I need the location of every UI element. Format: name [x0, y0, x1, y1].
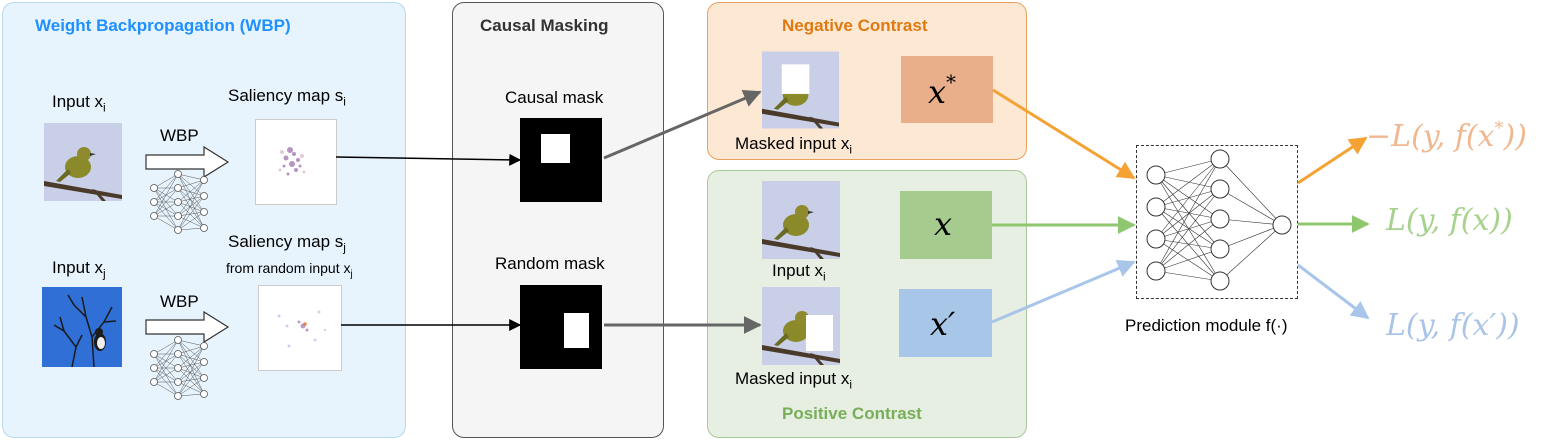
positive-masked-input-label: Masked input xi	[735, 369, 852, 392]
saliency-j-note: from random input xj	[226, 260, 353, 280]
positive-contrast-title: Positive Contrast	[782, 404, 922, 423]
saliency-i-label: Saliency map si	[228, 86, 346, 109]
positive-masked-bird-image	[762, 287, 840, 365]
negative-masked-input-label: Masked input xi	[735, 134, 852, 157]
positive-input-bird-image	[762, 181, 840, 259]
prime-feature-box	[899, 289, 992, 357]
wbp-arrow-top	[145, 145, 230, 179]
positive-input-label: Input xi	[772, 261, 826, 284]
causal-mask-image	[520, 118, 602, 202]
random-mask-image	[520, 285, 602, 369]
prediction-module-box	[1136, 145, 1298, 299]
causal-mask-hole	[541, 134, 570, 163]
causal-masking-title: Causal Masking	[480, 16, 609, 35]
wbp-arrow-bottom	[145, 310, 230, 344]
saliency-j-label: Saliency map sj	[228, 232, 346, 255]
network-icon-bottom	[150, 336, 208, 400]
positive-feature-box	[900, 191, 992, 259]
wbp-arrow-label-bottom: WBP	[160, 292, 199, 311]
negative-feature-box	[901, 56, 993, 123]
arrow-saliency-i-to-causal-mask	[335, 153, 522, 166]
prime-feature-label: x′	[930, 305, 956, 343]
input-j-bird-image	[42, 287, 122, 367]
negative-contrast-title: Negative Contrast	[782, 16, 928, 35]
loss-positive: L(y, f(x′))	[1386, 308, 1520, 343]
saliency-map-j	[258, 285, 342, 371]
arrow-prediction-to-loss-positive	[1297, 263, 1370, 320]
causal-mask-label: Causal mask	[505, 88, 604, 107]
random-mask-label: Random mask	[495, 254, 605, 273]
wbp-title: Weight Backpropagation (WBP)	[35, 16, 291, 35]
loss-negative: −L(y, f(x*))	[1366, 118, 1527, 154]
prediction-module-label: Prediction module f(·)	[1125, 316, 1288, 335]
negative-feature-label: x*	[928, 70, 957, 111]
wbp-arrow-label-top: WBP	[160, 126, 199, 145]
random-mask-hole	[564, 313, 589, 348]
prediction-network-icon	[1146, 149, 1292, 291]
arrow-prime-feature-to-prediction	[991, 260, 1136, 324]
loss-original: L(y, f(x))	[1386, 203, 1513, 238]
input-i-bird-image	[44, 123, 122, 201]
arrow-causal-mask-to-negative	[603, 90, 762, 160]
input-i-label: Input xi	[52, 92, 106, 115]
input-j-label: Input xj	[52, 258, 106, 281]
saliency-map-i	[255, 119, 337, 205]
negative-masked-bird-image	[762, 51, 839, 129]
network-icon-top	[150, 170, 208, 234]
arrow-prediction-to-loss-negative	[1297, 136, 1368, 185]
arrow-negative-feature-to-prediction	[992, 88, 1136, 180]
positive-feature-label: x	[934, 205, 953, 243]
